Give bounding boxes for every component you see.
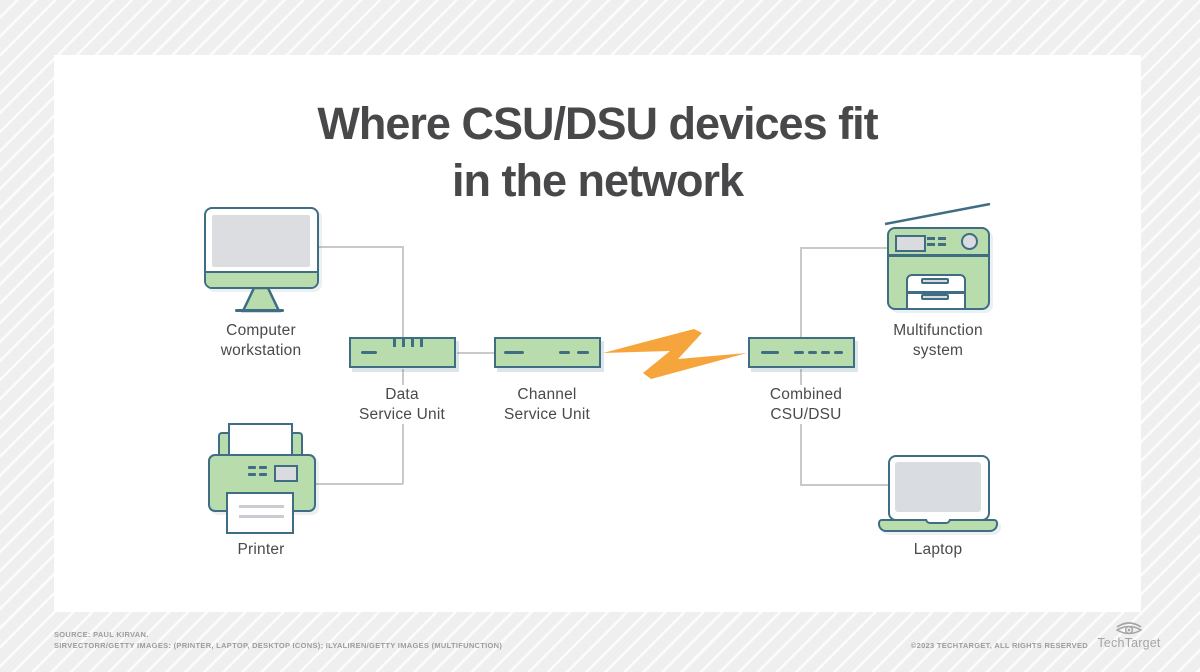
dsu-dash [361,351,377,354]
csu-dash [504,351,524,354]
workstation-label: Computer workstation [186,321,336,360]
laptop-label-line1: Laptop [913,541,963,558]
connector-combined-to-laptop-vertical [800,369,802,485]
combined-dash [794,351,804,354]
printer-dash [259,473,267,476]
multifunction-dash [927,243,935,246]
printer-dash [259,466,267,469]
monitor-screen [212,215,310,267]
source-line-2: SIRVECTORR/GETTY IMAGES: (PRINTER, LAPTO… [54,641,503,650]
multifunction-label-line2: system [912,341,964,359]
monitor-bottom-bar [206,271,317,287]
printer-label: Printer [211,540,311,560]
tray-handle [921,278,949,284]
title-line-1: Where CSU/DSU devices fit [317,98,878,149]
paper-text-line [239,515,284,518]
dsu-label-line2: Service Unit [359,405,445,423]
multifunction-dial [961,233,978,250]
printer-label-line1: Printer [237,541,285,558]
eye-icon [1115,622,1143,635]
workstation-label-line2: workstation [220,341,302,359]
workstation-label-line1: Computer [226,322,296,339]
multifunction-panel-divider [889,254,988,257]
combined-csu-dsu-box [748,337,855,368]
dsu-tick [411,339,414,347]
combined-dash [808,351,817,354]
combined-label-line2: CSU/DSU [770,405,842,423]
title-line-2: in the network [451,155,744,206]
source-attribution: SOURCE: PAUL KIRVAN. SIRVECTORR/GETTY IM… [54,629,502,651]
csu-dash [577,351,589,354]
connector-dsu-to-printer-horizontal [316,483,403,485]
connector-combined-to-multifunction-horizontal [800,247,887,249]
csu-dash [559,351,570,354]
scanner-lid-line [884,202,991,226]
lightning-bolt-icon [603,329,747,379]
brand-text: TechTarget [1097,636,1161,650]
connector-combined-to-multifunction-vertical [800,248,802,337]
dsu-tick [402,339,405,347]
techtarget-logo: TechTarget [1097,620,1161,650]
connector-combined-to-laptop-horizontal [800,484,888,486]
connector-workstation-to-dsu [402,246,404,337]
csu-label: Channel Service Unit [487,385,607,424]
dsu-tick [420,339,423,347]
laptop-screen [895,462,981,512]
monitor-base [235,309,284,312]
multifunction-dash [938,243,946,246]
laptop-label: Laptop [888,540,988,560]
computer-workstation-icon [204,207,319,313]
printer-paper-out [226,492,294,534]
combined-label: Combined CSU/DSU [746,385,866,424]
tray-handle [921,294,949,300]
paper-text-line [239,505,284,508]
printer-dash [248,473,256,476]
monitor-bezel [204,207,319,289]
laptop-notch [925,519,951,524]
dsu-label: Data Service Unit [342,385,462,424]
laptop-screen-bezel [888,455,990,521]
dsu-tick [393,339,396,347]
connector-dsu-to-csu [457,352,494,354]
page-title: Where CSU/DSU devices fit in the network [54,95,1141,209]
printer-dash [248,466,256,469]
multifunction-icon [880,200,995,312]
multifunction-paper-trays [906,274,966,308]
combined-dash [834,351,843,354]
source-line-1: SOURCE: PAUL KIRVAN. [54,630,149,639]
csu-label-line2: Service Unit [504,405,590,423]
connector-dsu-to-printer-vertical [402,369,404,484]
combined-dash [821,351,830,354]
connector-workstation-horizontal [319,246,403,248]
multifunction-label-line1: Multifunction [893,322,983,339]
printer-icon [208,421,316,534]
multifunction-dash [927,237,935,240]
laptop-icon [878,453,998,533]
multifunction-label: Multifunction system [863,321,1013,360]
tray-divider [908,291,964,294]
csu-box [494,337,601,368]
dsu-box [349,337,456,368]
multifunction-dash [938,237,946,240]
copyright-text: ©2023 TECHTARGET, ALL RIGHTS RESERVED [910,641,1088,650]
multifunction-body [887,227,990,310]
combined-dash [761,351,779,354]
printer-display [274,465,298,482]
multifunction-display [895,235,926,252]
combined-label-line1: Combined [769,386,843,403]
dsu-label-line1: Data [385,386,419,403]
printer-paper-in [228,423,293,459]
csu-label-line1: Channel [517,386,577,403]
